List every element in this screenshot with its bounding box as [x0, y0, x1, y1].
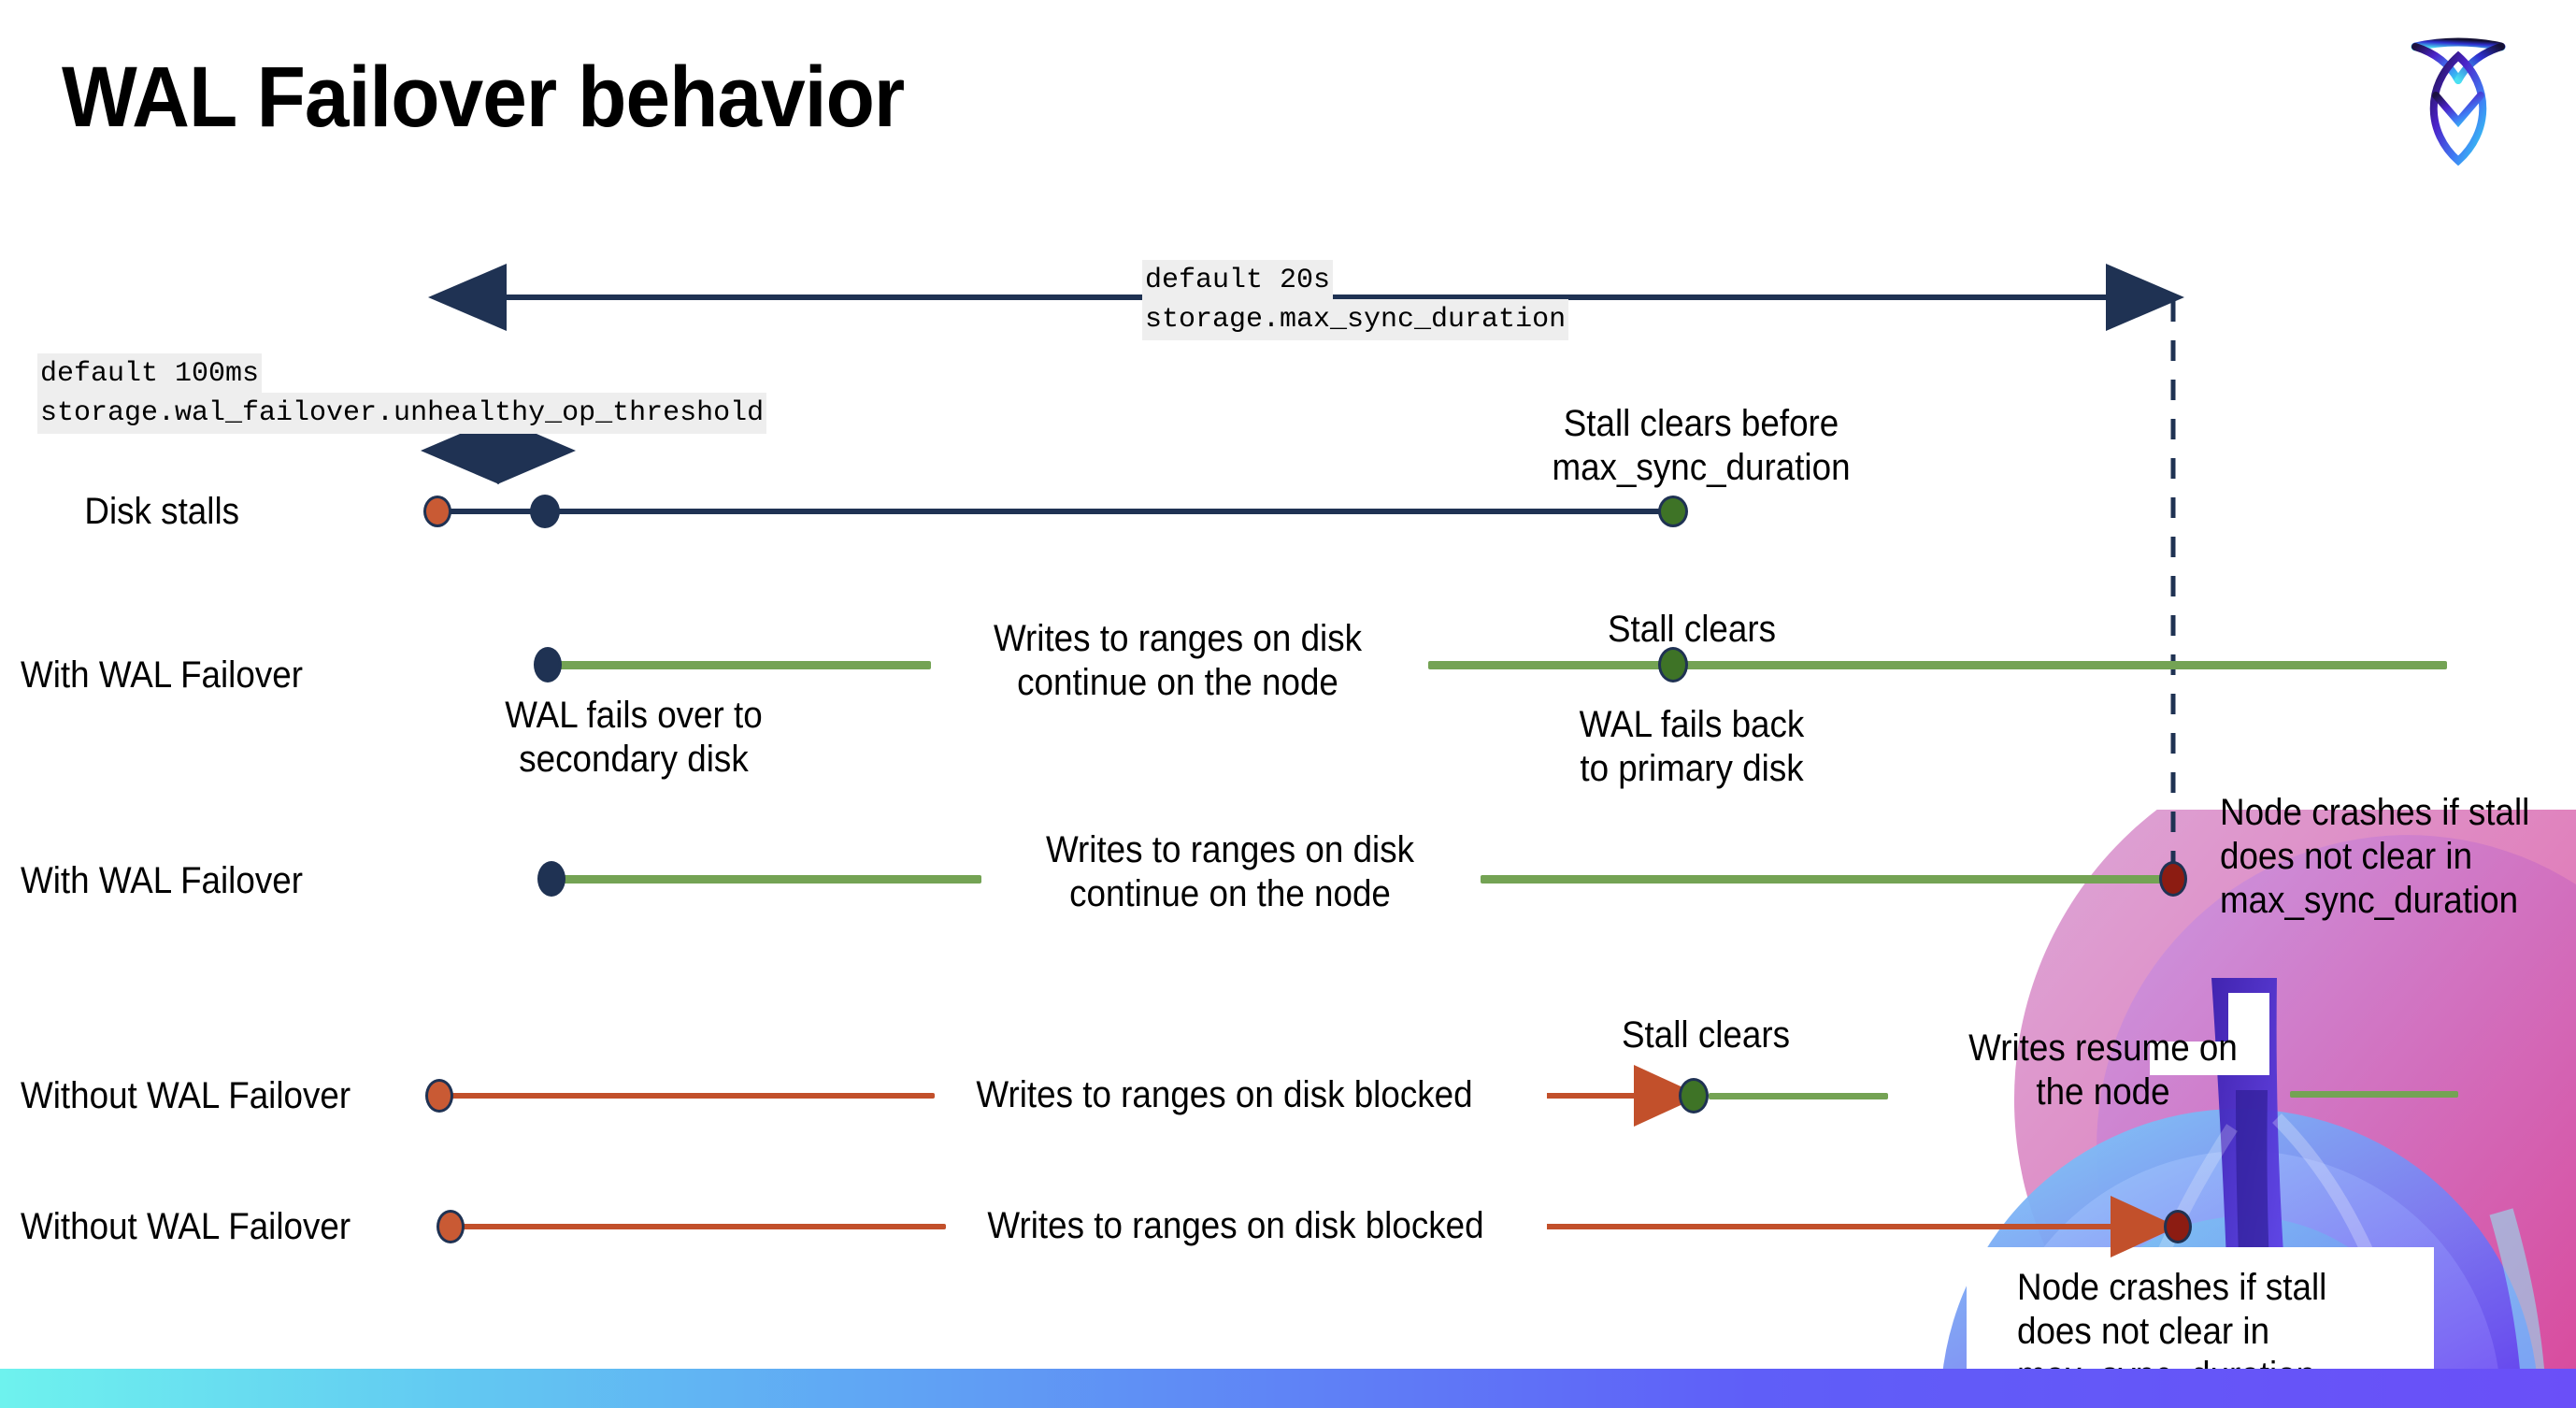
writes-blocked-note-2: Writes to ranges on disk blocked	[987, 1205, 1484, 1246]
bottom-gradient-bar	[0, 1369, 2576, 1408]
row-label-with-wal-failover-1: With WAL Failover	[21, 654, 303, 696]
wal-failover-segment-2	[1428, 661, 2447, 669]
wal-fails-over-note: WAL fails over to secondary disk	[505, 695, 763, 780]
row-label-with-wal-failover-2: With WAL Failover	[21, 860, 303, 901]
page-title: WAL Failover behavior	[62, 50, 905, 145]
disk-stall-clear-note: Stall clears before max_sync_duration	[1552, 403, 1851, 488]
without-failover-blocked-segment-1	[439, 1093, 935, 1099]
wal-failover-crash-start-dot	[537, 861, 565, 897]
wal-fails-back-note: WAL fails back to primary disk	[1579, 704, 1805, 789]
row-label-without-wal-failover-2: Without WAL Failover	[21, 1206, 351, 1247]
without-failover-stall-start-dot-1	[425, 1079, 453, 1113]
unhealthy-op-threshold-default-label: default 100ms	[37, 353, 263, 395]
cockroachdb-logo	[2402, 28, 2514, 168]
unhealthy-op-threshold-setting-name: storage.wal_failover.unhealthy_op_thresh…	[37, 393, 767, 434]
node-crash-note-1: Node crashes if stall does not clear in …	[2220, 792, 2530, 921]
row-label-without-wal-failover-1: Without WAL Failover	[21, 1075, 351, 1116]
node-crash-dot-2	[2164, 1210, 2192, 1243]
wal-failover-crash-segment-2	[1481, 875, 2172, 884]
wal-failover-start-dot	[534, 647, 562, 682]
max-sync-duration-default-label: default 20s	[1142, 260, 1334, 301]
disk-stall-start-dot	[423, 496, 451, 527]
disk-stalls-timeline	[436, 509, 1679, 514]
without-failover-resume-segment-1	[1709, 1093, 1888, 1099]
wal-failover-segment-1	[548, 661, 931, 669]
wal-failover-stall-clear-dot	[1658, 647, 1688, 682]
stall-clears-note-1: Stall clears	[1608, 609, 1776, 650]
disk-stall-threshold-dot	[530, 495, 560, 528]
without-failover-stall-start-dot-2	[436, 1210, 465, 1243]
writes-blocked-note-1: Writes to ranges on disk blocked	[976, 1074, 1473, 1115]
disk-stall-clear-dot	[1658, 496, 1688, 527]
writes-continue-note-2: Writes to ranges on disk continue on the…	[1045, 829, 1415, 914]
without-failover-blocked-segment-2	[451, 1224, 946, 1229]
node-crash-dot-1	[2159, 861, 2187, 897]
writes-resume-note: Writes resume on the node	[1968, 1027, 2238, 1113]
row-label-disk-stalls: Disk stalls	[84, 491, 239, 532]
without-failover-stall-clear-dot	[1679, 1078, 1709, 1113]
max-sync-duration-setting-name: storage.max_sync_duration	[1142, 299, 1569, 340]
writes-continue-note-1: Writes to ranges on disk continue on the…	[993, 618, 1363, 703]
stall-clears-note-2: Stall clears	[1622, 1014, 1790, 1056]
without-failover-resume-segment-2	[2290, 1091, 2458, 1098]
wal-failover-crash-segment-1	[551, 875, 981, 884]
